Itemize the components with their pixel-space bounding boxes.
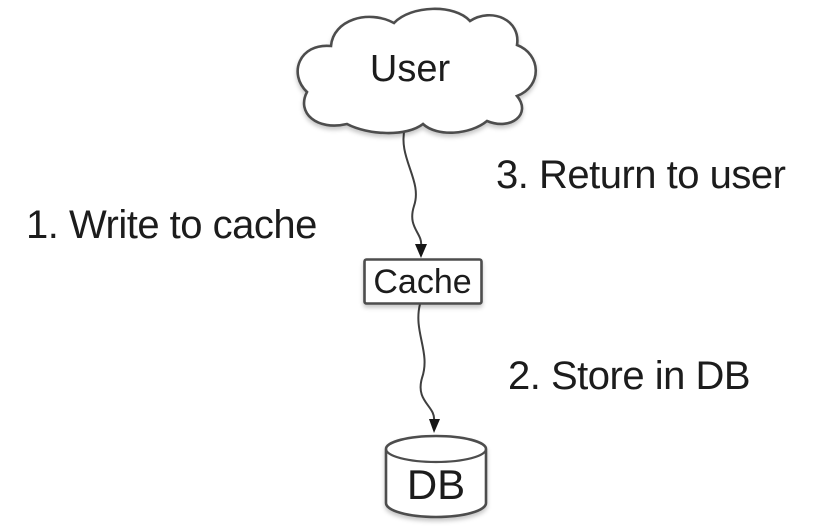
- db-node-label: DB: [406, 461, 466, 508]
- db-cylinder-shape: [384, 434, 488, 519]
- cache-box-shape: [363, 258, 483, 305]
- step-store-in-db-label: 2. Store in DB: [508, 354, 751, 398]
- user-cloud-shape: [296, 7, 538, 135]
- cache-node-label: Cache: [373, 262, 472, 301]
- arrow-user-to-cache: [402, 126, 423, 247]
- arrow-cache-to-db: [417, 303, 436, 422]
- db-cylinder-top-edge: [384, 448, 488, 464]
- step-return-to-user-label: 3. Return to user: [496, 153, 786, 197]
- step-write-to-cache-label: 1. Write to cache: [26, 203, 317, 247]
- arrowhead-user-to-cache-icon: [415, 244, 427, 258]
- arrowhead-cache-to-db-icon: [429, 419, 440, 433]
- user-node-label: User: [369, 48, 451, 90]
